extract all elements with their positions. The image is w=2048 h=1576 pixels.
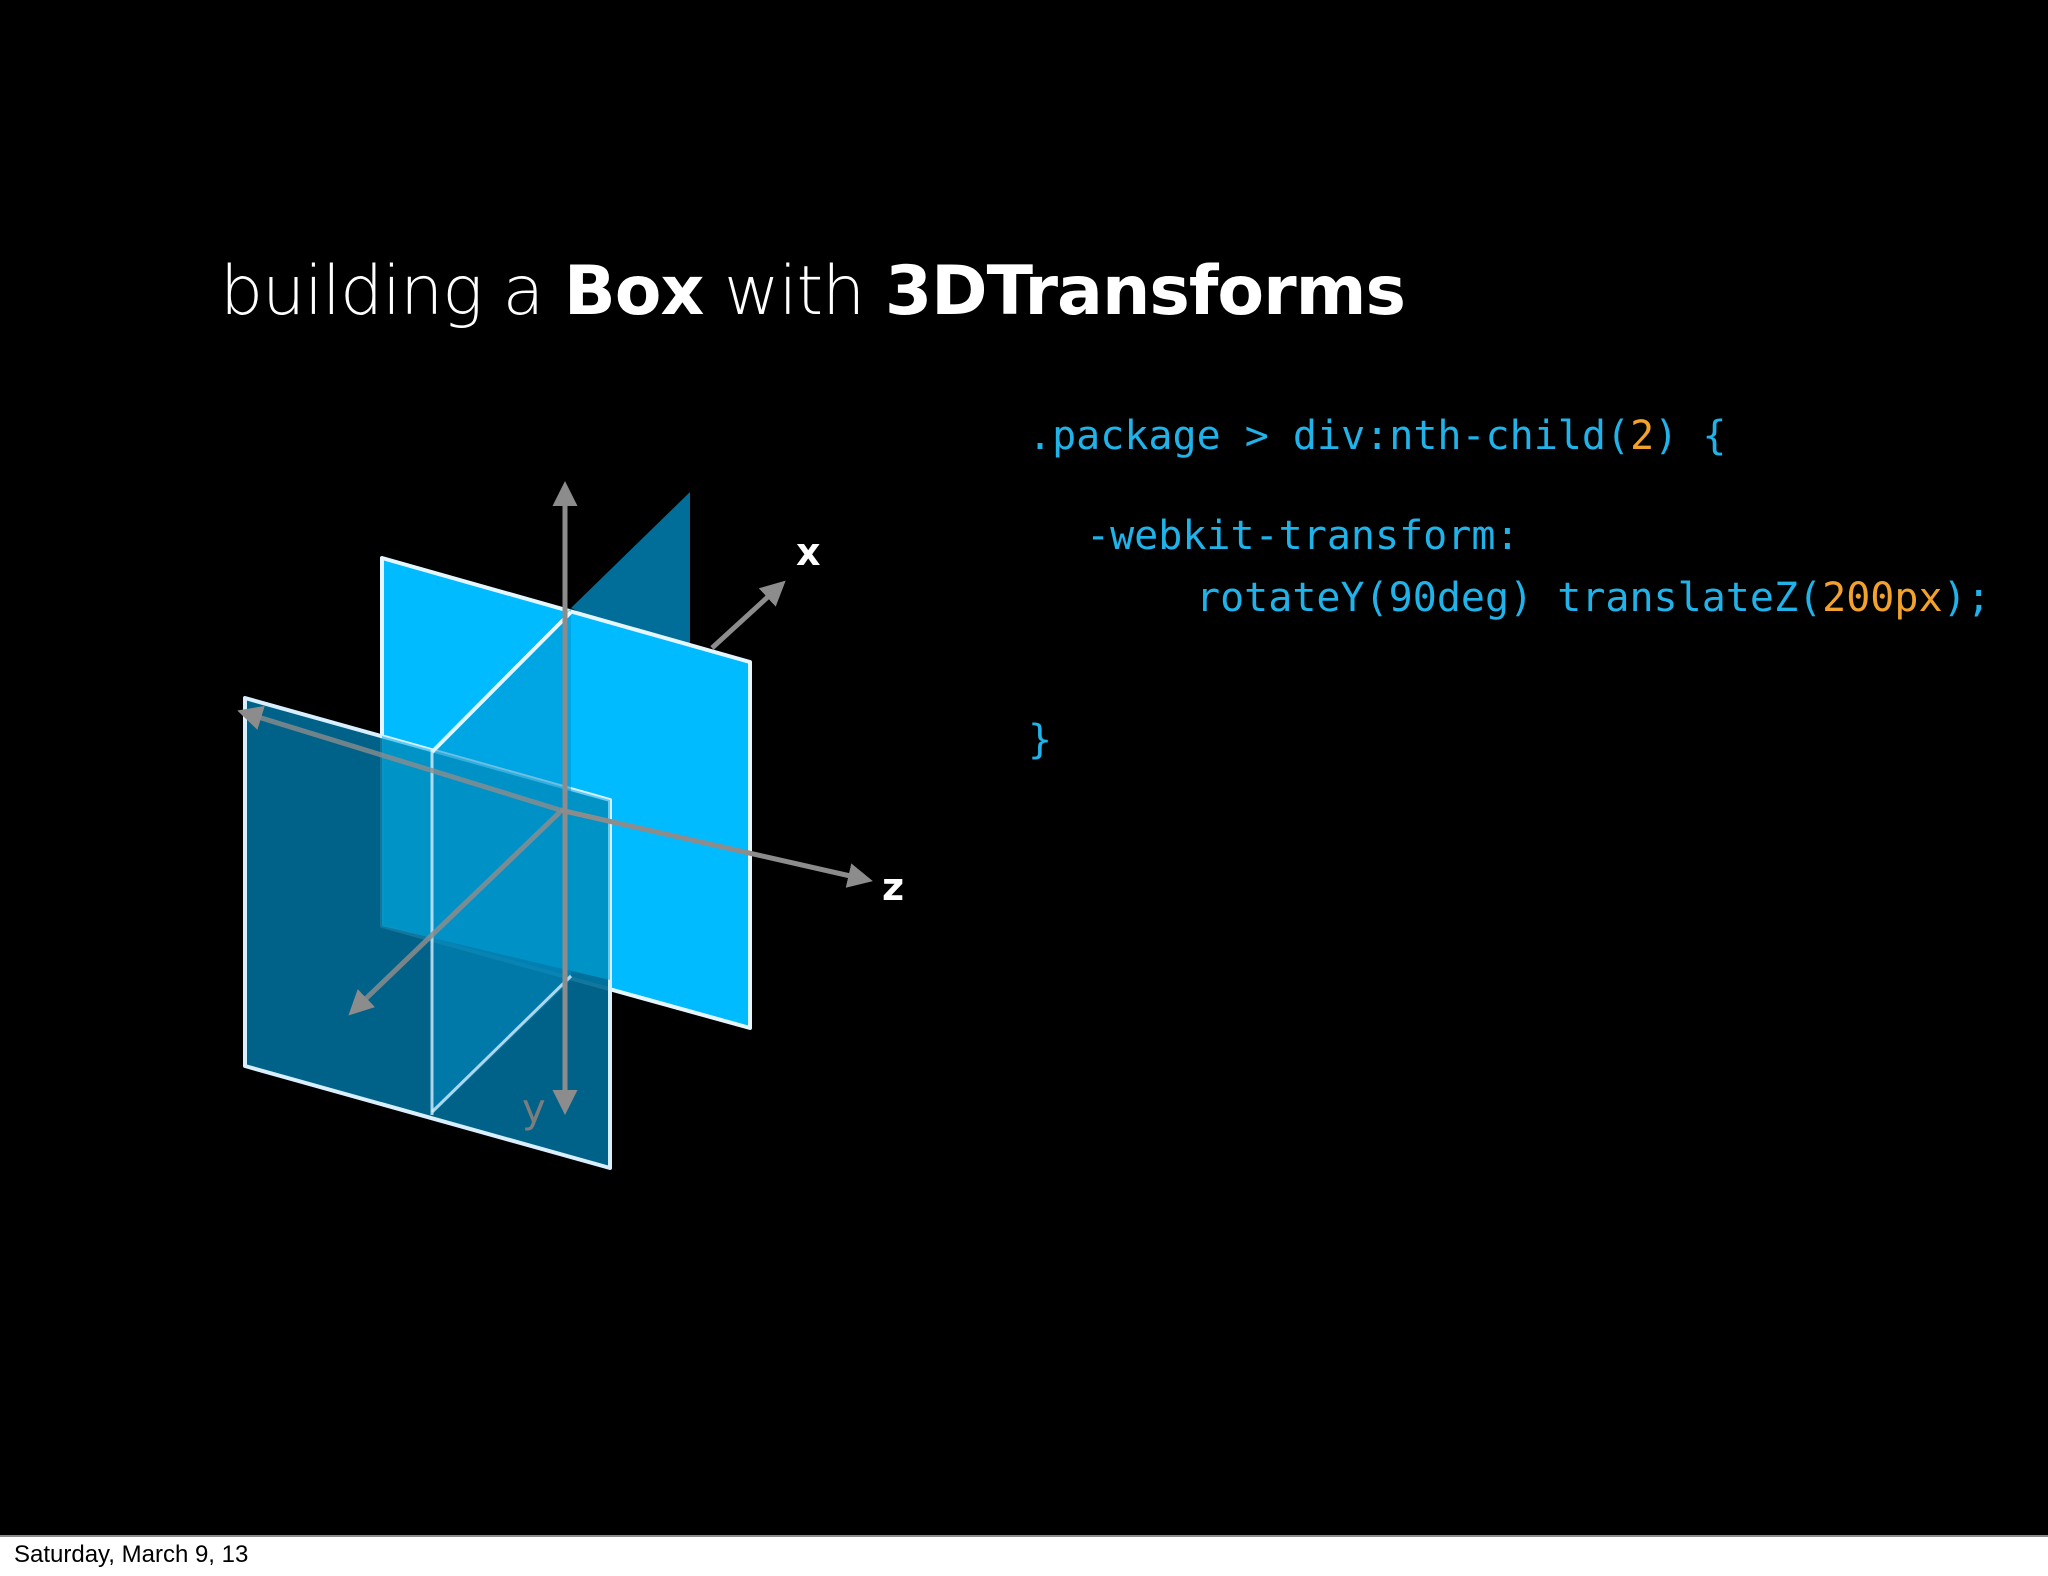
back-vertical-plane <box>571 492 690 668</box>
z-axis-label: z <box>882 865 904 909</box>
footer-date: Saturday, March 9, 13 <box>14 1541 249 1568</box>
x-axis-back-arrow <box>348 810 562 1016</box>
title-text-1: building a <box>220 252 564 331</box>
title-text-3dtransforms: 3DTransforms <box>884 252 1406 331</box>
x-axis-arrow <box>710 580 786 650</box>
title-text-box: Box <box>563 252 704 331</box>
x-axis-label: x <box>796 530 821 574</box>
z-axis-back-arrow <box>237 705 561 813</box>
code-child-number: 2 <box>1630 413 1655 459</box>
side-plane-edge-bottom <box>430 974 573 1114</box>
title-text-2: with <box>703 252 885 331</box>
y-axis-label: y <box>522 1086 546 1132</box>
code-line-selector: .package > div:nth-child(2) { <box>1028 412 1726 460</box>
code-value-start: rotateY(90deg) translateZ( <box>1196 575 1823 621</box>
code-line-property: -webkit-transform: <box>1086 513 1520 559</box>
code-block: .package > div:nth-child(2) { -webkit-tr… <box>1028 412 1991 763</box>
box-diagram: x z y <box>237 481 904 1170</box>
code-value-end: ); <box>1942 575 1991 621</box>
slide-title: building a Box with 3DTransforms <box>220 258 1406 326</box>
slide: building a Box with 3DTransforms x z <box>0 0 2048 1537</box>
code-line-close-brace: } <box>1028 717 1053 763</box>
code-selector-end: ) { <box>1654 413 1727 459</box>
side-plane <box>432 608 571 1115</box>
code-selector-start: .package > div:nth-child( <box>1028 413 1631 459</box>
z-axis-arrow <box>559 807 873 888</box>
code-line-value: rotateY(90deg) translateZ(200px); <box>1196 574 1991 622</box>
code-value-number: 200px <box>1822 575 1943 621</box>
side-plane-edge-top <box>430 610 573 754</box>
